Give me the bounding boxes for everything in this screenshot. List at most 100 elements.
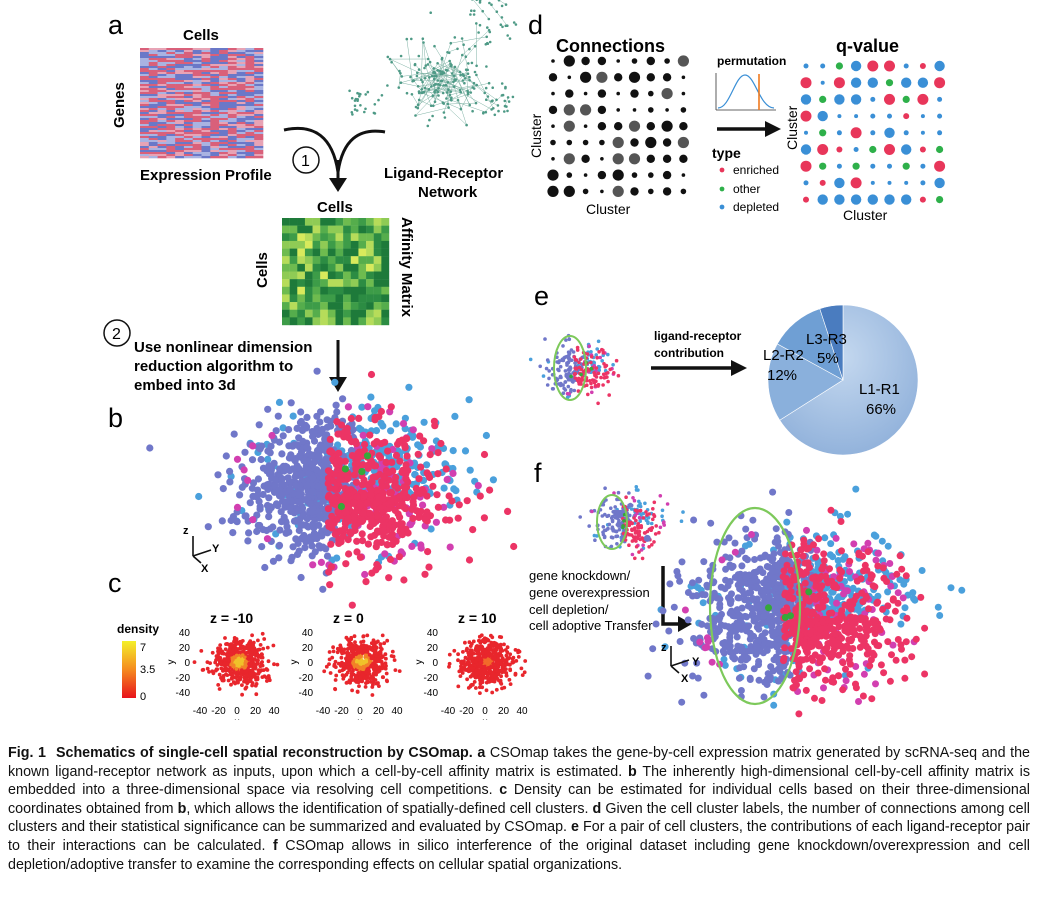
panel-b: b z Y X [108,367,518,609]
pie-label-l2: L2-R2 [763,347,804,364]
density-xtick: -20 [459,706,474,717]
density-ytick: 40 [302,628,314,639]
cluster-pair-scatter-e [528,333,621,406]
caption-a-text: CSOmap takes the gene-by-cell expression… [8,745,1030,780]
panel-e: e ligand-receptor contribution L1-R1 66%… [528,281,919,456]
density-xtick: -40 [193,706,208,717]
interference-arrow [661,566,680,626]
qvalue-title: q-value [836,36,899,56]
cluster-left-xlabel: Cluster [586,201,631,217]
heatmap-cells-label: Cells [183,27,219,44]
step2-circle [103,319,131,347]
lr-arrow-head [731,360,747,376]
step2-line3: embed into 3d [134,377,236,394]
density-ytick: -40 [176,688,191,699]
density-xtick: 0 [357,706,363,717]
density-ytick: 40 [427,628,439,639]
caption-c-label: c [499,782,508,799]
panel-c-letter: c [108,568,122,598]
step2-number: 2 [112,326,121,343]
axis-x-label: X [201,563,209,575]
density-ytick: -20 [299,673,314,684]
panel-d: d Connections q-value Cluster Cluster Cl… [528,10,946,223]
original-scatter-f [578,485,685,561]
embed-arrow-head [329,377,347,392]
density-xtick: 20 [250,706,262,717]
density-ytick: 40 [179,628,191,639]
axis-z-label: z [183,525,189,537]
legend-depleted-label: depleted [733,200,779,214]
cluster-highlight-ellipse-f-large [708,506,802,706]
lr-contribution-line1: ligand-receptor [654,329,742,343]
connections-title: Connections [556,36,665,56]
panel-d-letter: d [528,10,543,40]
panel-f: f gene knockdown/ gene overexpression ce… [529,458,966,718]
expression-heatmap [140,48,264,159]
affinity-cells-top: Cells [317,199,353,216]
caption-figno: Fig. 1 [8,745,46,761]
pie-pct-l3: 5% [817,350,839,367]
legend-dot-enriched [719,167,725,173]
density-plot-title: z = 0 [333,610,364,626]
density-xlabel: x [235,717,240,720]
axis-x-label-f: X [681,673,689,685]
perturbed-scatter-f [643,485,966,718]
lr-contribution-line2: contribution [654,346,724,360]
density-ytick: 20 [302,643,314,654]
cluster-right-xlabel: Cluster [843,207,888,223]
panel-c: c density 7 3.5 0 z = -1040200-20-40-40-… [108,568,528,720]
density-ytick: 20 [179,643,191,654]
heatmap-genes-label: Genes [111,82,128,128]
cluster-highlight-ellipse-e [553,335,587,401]
network-label-line1: Ligand-Receptor [384,165,503,182]
caption-a-label: a [477,745,486,761]
interference-arrow-head [678,616,692,632]
legend-dot-other [719,186,725,192]
type-legend-title: type [712,145,741,161]
expression-profile-label: Expression Profile [140,167,272,184]
caption-e-label: e [571,819,579,836]
density-xlabel: x [483,717,488,720]
density-ylabel: y [414,660,425,665]
density-ylabel: y [289,660,300,665]
caption-f-text: CSOmap allows in silico interference of … [8,837,1030,873]
density-plot-title: z = -10 [210,610,253,626]
step1-circle [292,146,320,174]
density-ytick: 20 [427,643,439,654]
caption-e-text: For a pair of cell clusters, the contrib… [8,819,1030,854]
axis-z-label-f: z [661,642,667,654]
interference-line3: cell depletion/ [529,602,609,617]
pie-label-l3: L3-R3 [806,331,847,348]
density-tick-min: 0 [140,691,146,703]
interference-line1: gene knockdown/ [529,568,631,583]
interference-line4: cell adoptive Transfer [529,618,653,633]
density-xtick: -40 [441,706,456,717]
lr-pie-chart [767,304,919,456]
qvalue-grid [800,60,946,205]
density-ytick: -40 [424,688,439,699]
density-plot-title: z = 10 [458,610,497,626]
density-ytick: -40 [299,688,314,699]
permutation-label: permutation [717,54,786,68]
merge-arrow-left [283,126,340,173]
perm-arrow-head [765,121,781,137]
panel-b-letter: b [108,403,123,433]
density-xlabel: x [358,717,363,720]
density-ylabel: y [166,660,177,665]
caption-d-label: d [592,800,602,817]
density-ytick: -20 [176,673,191,684]
density-xtick: -40 [316,706,331,717]
pie-slice-l1 [779,304,919,456]
pie-slice-l3 [819,304,844,381]
density-tick-max: 7 [140,642,146,654]
pie-slice-other [767,343,844,421]
axes-glyph-b: z Y X [183,525,220,575]
cluster-right-ylabel: Cluster [784,105,800,150]
caption-b-text: The inherently high-dimensional cell-by-… [8,763,1030,799]
density-xtick: 40 [391,706,403,717]
panel-a: a Cells Genes Expression Profile Ligand-… [103,0,518,394]
